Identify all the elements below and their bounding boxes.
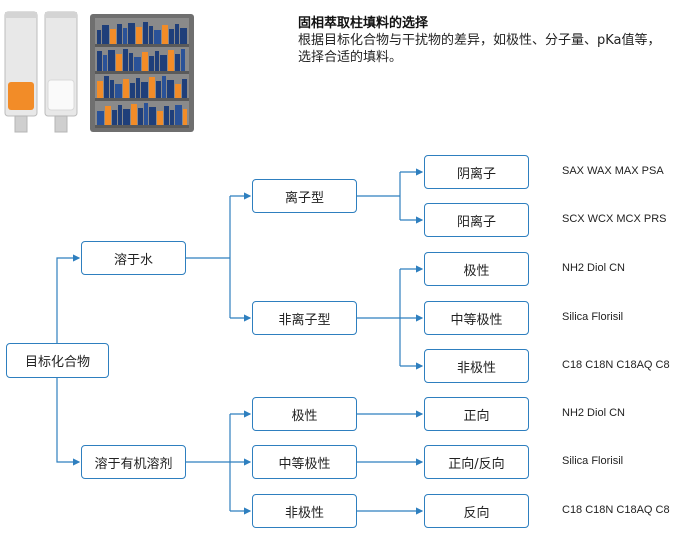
packings-organic-polar: NH2 Diol CN xyxy=(562,407,625,419)
book-icon xyxy=(110,29,116,44)
packings-water-medium-polar: Silica Florisil xyxy=(562,311,624,323)
book-icon xyxy=(160,55,167,71)
page-description: 根据目标化合物与干扰物的差异，如极性、分子量、pKa值等，选择合适的填料。 xyxy=(298,33,661,65)
book-icon xyxy=(144,103,148,125)
node-organic-polar: 极性 xyxy=(252,397,357,431)
packings-anion: SAX WAX MAX PSA xyxy=(562,165,664,177)
spe-cartridge-white-icon xyxy=(44,11,78,133)
node-organic-soluble: 溶于有机溶剂 xyxy=(81,445,186,479)
root-target-compound: 目标化合物 xyxy=(6,343,109,378)
book-icon xyxy=(128,23,135,44)
packing-library-shelf-icon xyxy=(90,14,194,132)
book-icon xyxy=(131,104,137,125)
book-icon xyxy=(130,83,135,98)
node-normal-phase: 正向 xyxy=(424,397,529,431)
packings-organic-medium-polar: Silica Florisil xyxy=(562,455,624,467)
node-water-medium-polar: 中等极性 xyxy=(424,301,529,335)
book-icon xyxy=(180,28,187,44)
connector-root-water xyxy=(56,254,81,343)
book-icon xyxy=(123,109,130,125)
book-icon xyxy=(149,107,156,125)
book-icon xyxy=(149,26,153,44)
book-icon xyxy=(97,30,101,44)
book-icon xyxy=(108,50,115,71)
book-icon xyxy=(183,109,187,125)
book-icon xyxy=(164,106,169,125)
node-organic-nonpolar: 非极性 xyxy=(252,494,357,528)
book-icon xyxy=(181,49,185,71)
book-icon xyxy=(156,81,161,98)
packings-water-nonpolar: C18 C18N C18AQ C8 xyxy=(562,359,670,371)
book-icon xyxy=(116,54,122,71)
connector-root-organic xyxy=(56,378,81,466)
book-icon xyxy=(97,81,103,98)
book-icon xyxy=(162,25,168,44)
node-cation: 阳离子 xyxy=(424,203,529,237)
book-icon xyxy=(97,111,104,125)
book-icon xyxy=(117,24,122,44)
node-organic-medium-polar: 中等极性 xyxy=(252,445,357,479)
book-icon xyxy=(142,52,148,71)
node-water-soluble: 溶于水 xyxy=(81,241,186,275)
book-icon xyxy=(103,55,107,71)
book-icon xyxy=(175,24,179,44)
book-icon xyxy=(167,80,174,98)
node-nonionic: 非离子型 xyxy=(252,301,357,335)
book-icon xyxy=(182,79,187,98)
packings-organic-nonpolar: C18 C18N C18AQ C8 xyxy=(562,504,670,516)
node-anion: 阴离子 xyxy=(424,155,529,189)
book-icon xyxy=(157,111,163,125)
book-icon xyxy=(175,54,180,71)
book-icon xyxy=(102,25,109,44)
book-icon xyxy=(97,51,102,71)
node-reverse-phase: 反向 xyxy=(424,494,529,528)
book-icon xyxy=(154,30,161,44)
book-icon xyxy=(129,53,133,71)
book-icon xyxy=(110,80,114,98)
spe-illustration xyxy=(4,11,194,133)
book-icon xyxy=(143,22,148,44)
book-icon xyxy=(104,76,109,98)
node-ionic: 离子型 xyxy=(252,179,357,213)
node-water-polar: 极性 xyxy=(424,252,529,286)
book-icon xyxy=(112,110,117,125)
page-title: 固相萃取柱填料的选择 xyxy=(298,16,429,31)
book-icon xyxy=(169,29,174,44)
node-normal-reverse-phase: 正向/反向 xyxy=(424,445,529,479)
spe-cartridge-orange-icon xyxy=(4,11,38,133)
book-icon xyxy=(134,57,141,71)
book-icon xyxy=(115,84,122,98)
book-icon xyxy=(170,110,174,125)
book-icon xyxy=(155,51,159,71)
book-icon xyxy=(105,106,111,125)
book-icon xyxy=(123,79,129,98)
book-icon xyxy=(149,56,154,71)
book-icon xyxy=(136,27,142,44)
book-icon xyxy=(175,105,182,125)
packings-cation: SCX WCX MCX PRS xyxy=(562,213,667,225)
book-icon xyxy=(118,105,122,125)
packings-water-polar: NH2 Diol CN xyxy=(562,262,625,274)
book-icon xyxy=(138,108,143,125)
book-icon xyxy=(136,78,140,98)
book-icon xyxy=(175,84,181,98)
node-water-nonpolar: 非极性 xyxy=(424,349,529,383)
book-icon xyxy=(123,28,127,44)
book-icon xyxy=(162,76,166,98)
book-icon xyxy=(168,50,174,71)
book-icon xyxy=(149,77,155,98)
book-icon xyxy=(141,82,148,98)
book-icon xyxy=(123,49,128,71)
